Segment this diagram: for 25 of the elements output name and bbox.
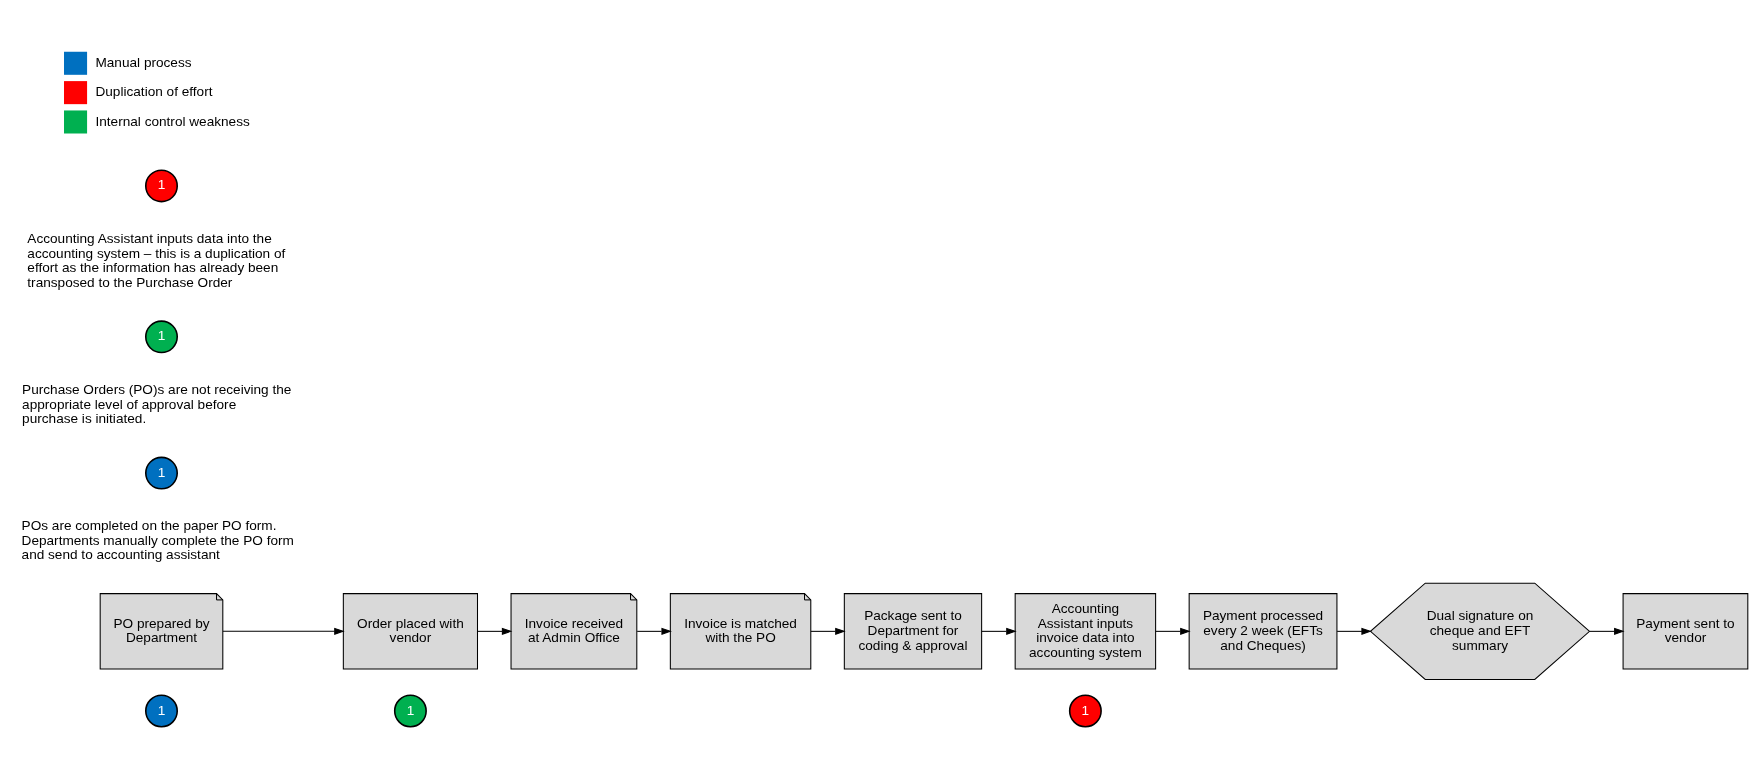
arrow xyxy=(221,627,345,635)
arrow xyxy=(1154,627,1191,635)
node-circle: 1 xyxy=(144,168,178,202)
legend-label: Internal control weakness xyxy=(94,113,250,129)
node-label: POs are completed on the paper PO form. Departments manually complete the PO form and send to accounting assistant xyxy=(21,517,294,562)
node-box: Payment processed every 2 week (EFTs and Cheques) xyxy=(1188,592,1337,670)
node-circle: 1 xyxy=(144,694,178,727)
node-label: Accounting Assistant inputs data into the accounting system – this is a duplication of effort as the information has already been transposed to the Purchase Order xyxy=(26,230,285,290)
node-box: Order placed with vendor xyxy=(342,592,478,670)
arrow xyxy=(980,627,1017,635)
node-label: Purchase Orders (PO)s are not receiving the appropriate level of approval before purchase is initiated. xyxy=(21,381,291,426)
legend-label: Manual process xyxy=(94,54,192,70)
node-circle: 1 xyxy=(1068,694,1102,727)
node-box: Package sent to Department for coding & approval xyxy=(843,592,982,670)
node-box: Accounting Assistant inputs invoice data into accounting system xyxy=(1014,592,1156,670)
node-box: Payment sent to vendor xyxy=(1622,592,1748,670)
node-circle: 1 xyxy=(393,694,427,727)
arrow xyxy=(636,627,672,635)
arrow xyxy=(476,627,512,635)
node-circle: 1 xyxy=(144,456,178,490)
arrow xyxy=(1588,627,1625,635)
arrow xyxy=(1336,627,1372,635)
node-circle: 1 xyxy=(144,319,178,353)
arrow xyxy=(809,627,846,635)
legend-label: Duplication of effort xyxy=(94,83,212,99)
